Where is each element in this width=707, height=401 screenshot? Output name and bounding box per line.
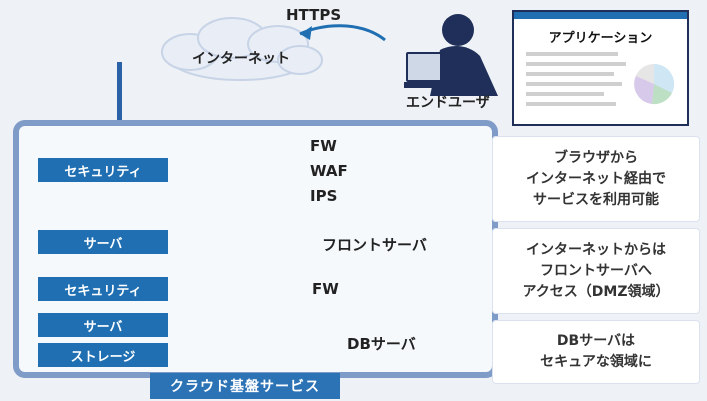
storage-label: ストレージ [38, 343, 168, 367]
end-user-label: エンドユーザ [406, 95, 490, 111]
https-label: HTTPS [286, 6, 342, 24]
info-box-db: DBサーバは セキュアな領域に [492, 320, 700, 384]
info-text-3: DBサーバは セキュアな領域に [540, 333, 652, 370]
internet-cloud [161, 17, 323, 81]
info-text-2: インターネットからは フロントサーバへ アクセス（DMZ領域） [522, 241, 670, 300]
network-link [117, 62, 122, 124]
security-label-mid: セキュリティ [38, 277, 168, 301]
https-arrowhead [300, 26, 312, 40]
front-server-label: フロントサーバ [322, 236, 427, 254]
info-text-1: ブラウザから インターネット経由で サービスを利用可能 [526, 149, 666, 208]
server-label-top: サーバ [38, 230, 168, 254]
application-title: アプリケーション [548, 31, 653, 46]
cloud-service-label: クラウド基盤サービス [150, 373, 340, 399]
server-label-bottom: サーバ [38, 313, 168, 337]
info-box-dmz: インターネットからは フロントサーバへ アクセス（DMZ領域） [492, 228, 700, 314]
db-server-label: DBサーバ [347, 335, 416, 353]
https-arrow [299, 24, 386, 42]
app-content [526, 52, 675, 106]
waf-label: WAF [310, 162, 348, 180]
fw-top-label: FW [310, 137, 337, 155]
security-label-top: セキュリティ [38, 158, 168, 182]
info-box-browser: ブラウザから インターネット経由で サービスを利用可能 [492, 136, 700, 222]
ips-label: IPS [310, 187, 338, 205]
laptop-icon [404, 52, 448, 88]
fw-mid-label: FW [312, 280, 339, 298]
pie-chart-icon [634, 63, 675, 105]
window-titlebar [514, 12, 687, 19]
internet-label: インターネット [192, 51, 290, 67]
